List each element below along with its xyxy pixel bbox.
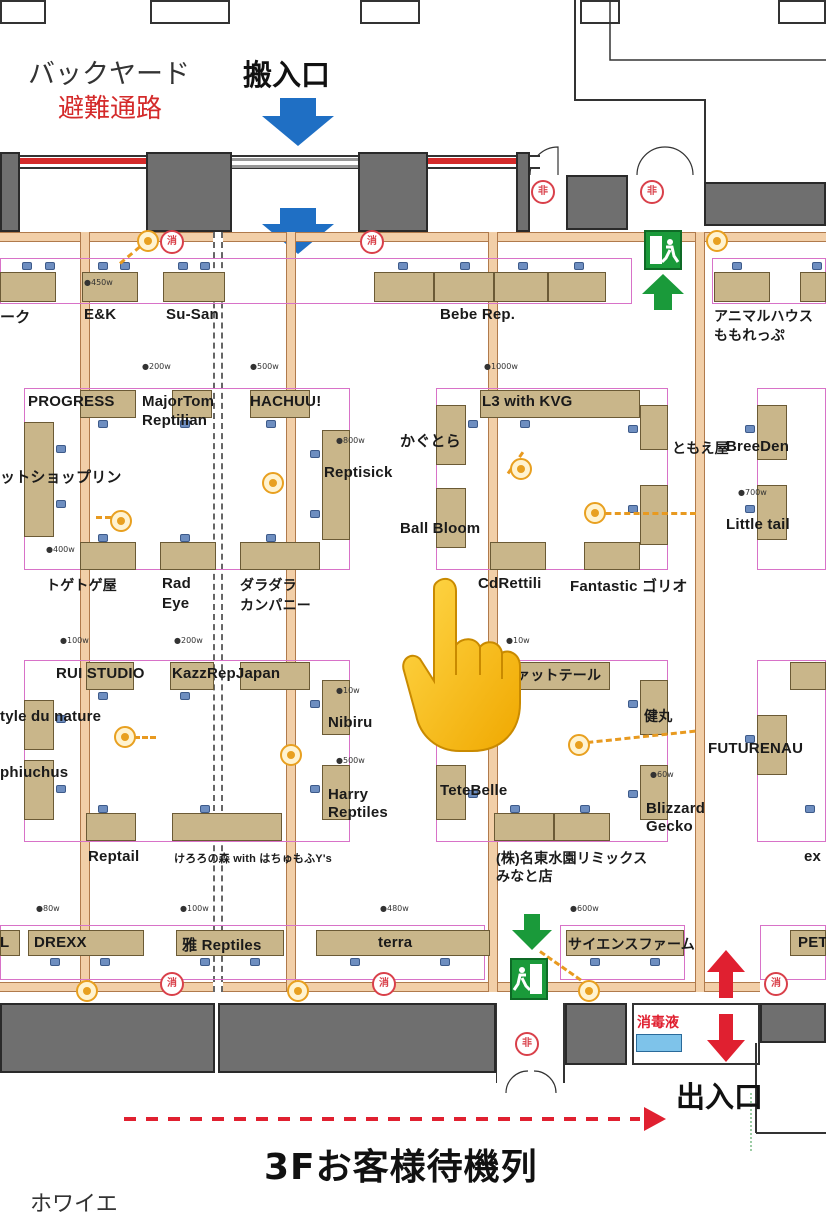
booth-name[interactable]: Eye	[162, 595, 190, 612]
booth-name[interactable]: ex	[804, 848, 822, 865]
emergency-exit-icon	[510, 958, 548, 1000]
booth-name[interactable]: E&K	[84, 306, 117, 323]
booth-name[interactable]: みなと店	[496, 868, 553, 884]
booth-name[interactable]: Ball Bloom	[400, 520, 481, 537]
booth-name[interactable]: けろろの森 with はちゅもふY's	[174, 853, 332, 865]
booth-name[interactable]: CdRettili	[478, 575, 542, 592]
booth-name[interactable]: Harry	[328, 786, 369, 803]
wattage-label: ●800w	[336, 436, 365, 445]
booth-name[interactable]: Bebe Rep.	[440, 306, 516, 323]
booth-name[interactable]: サイエンスファーム	[568, 936, 695, 952]
booth-name[interactable]: TeteBelle	[440, 782, 508, 799]
extinguisher-mark: 消	[764, 972, 788, 996]
arrow-up-icon	[707, 950, 745, 998]
arrow-down-icon	[262, 208, 334, 254]
wattage-label: ●60w	[650, 770, 674, 779]
emergency-exit-icon	[644, 230, 682, 270]
disinfectant-station	[636, 1034, 682, 1052]
backyard-label: バックヤード	[28, 59, 190, 90]
booth-name[interactable]: Rad	[162, 575, 191, 592]
wattage-label: ●200w	[142, 362, 171, 371]
wattage-label: ●200w	[174, 636, 203, 645]
wattage-label: ●80w	[36, 904, 60, 913]
pointing-hand-icon	[402, 577, 521, 752]
booth-name[interactable]: (株)名東水園リミックス	[496, 850, 648, 866]
extinguisher-mark: 消	[372, 972, 396, 996]
booth-name[interactable]: アニマルハウス	[714, 308, 814, 324]
extinguisher-mark: 消	[360, 230, 384, 254]
queue-direction-arrow	[124, 1107, 666, 1131]
booth-name[interactable]: L	[0, 934, 10, 951]
booth-name[interactable]: Little tail	[726, 516, 790, 533]
evac-route-label: 避難通路	[58, 94, 163, 124]
wattage-label: ●100w	[180, 904, 209, 913]
booth-name[interactable]: 雅 Reptiles	[182, 937, 262, 954]
emergency-door-mark: 非	[640, 180, 664, 204]
wattage-label: ●500w	[336, 756, 365, 765]
wattage-label: ●1000w	[484, 362, 518, 371]
emergency-door-mark: 非	[515, 1032, 539, 1056]
booth-name[interactable]: HACHUU!	[250, 393, 322, 410]
booth-name[interactable]: かぐとら	[400, 433, 461, 450]
booth-name[interactable]: Reptilian	[142, 412, 208, 429]
booth-name[interactable]: KazzRepJapan	[172, 665, 281, 682]
wattage-label: ●100w	[60, 636, 89, 645]
booth-name[interactable]: RUI STUDIO	[56, 665, 145, 682]
arrow-down-icon	[512, 914, 552, 950]
booth-name[interactable]: Gecko	[646, 818, 693, 835]
booth-name[interactable]: Fantastic ゴリオ	[570, 578, 688, 595]
booth-name[interactable]: phiuchus	[0, 764, 69, 781]
entrance-label: 出入口	[676, 1080, 764, 1114]
booth-name[interactable]: Reptiles	[328, 804, 388, 821]
booth-name[interactable]: Reptisick	[324, 464, 393, 481]
booth-name[interactable]: BreeDen	[726, 438, 790, 455]
booth-name[interactable]: ともえ屋	[672, 440, 729, 456]
foyer-label: ホワイエ	[30, 1192, 118, 1217]
entrance-outline	[496, 1003, 826, 1153]
extinguisher-mark: 消	[160, 230, 184, 254]
emergency-door-mark: 非	[531, 180, 555, 204]
booth-name[interactable]: Reptail	[88, 848, 140, 865]
wattage-label: ●450w	[84, 278, 113, 287]
booth-name[interactable]: ももれっぷ	[714, 327, 785, 343]
booth-name[interactable]: ットショップリン	[0, 469, 122, 486]
booth-name[interactable]: ダラダラ	[240, 577, 297, 593]
booth-name[interactable]: カンパニー	[240, 597, 311, 613]
booth-name[interactable]: MajorTom	[142, 393, 215, 410]
wattage-label: ●600w	[570, 904, 599, 913]
loading-entrance-label: 搬入口	[243, 58, 331, 92]
arrow-up-icon	[642, 274, 684, 310]
queue-label: 3Fお客様待機列	[264, 1147, 538, 1188]
wattage-label: ●400w	[46, 545, 75, 554]
wattage-label: ●480w	[380, 904, 409, 913]
booth-name[interactable]: DREXX	[34, 934, 87, 951]
extinguisher-mark: 消	[160, 972, 184, 996]
wattage-label: ●700w	[738, 488, 767, 497]
booth-name[interactable]: トゲトゲ屋	[46, 577, 117, 593]
arrow-down-icon	[262, 98, 334, 146]
booth-name[interactable]: 健丸	[644, 708, 673, 724]
booth-name[interactable]: ァットテール	[516, 667, 602, 683]
booth-name[interactable]: tyle du nature	[0, 708, 102, 725]
booth-name[interactable]: terra	[378, 934, 413, 951]
booth-name[interactable]: L3 with KVG	[482, 393, 573, 410]
booth-name[interactable]: ーク	[0, 309, 31, 326]
disinfectant-label: 消毒液	[637, 1015, 679, 1031]
booth-name[interactable]: Su-San	[166, 306, 219, 323]
wattage-label: ●10w	[336, 686, 360, 695]
booth-name[interactable]: Blizzard	[646, 800, 706, 817]
booth-name[interactable]: PROGRESS	[28, 393, 115, 410]
booth-name[interactable]: PET	[798, 934, 826, 951]
wattage-label: ●500w	[250, 362, 279, 371]
arrow-down-icon	[707, 1014, 745, 1062]
wattage-label: ●10w	[506, 636, 530, 645]
booth-name[interactable]: FUTURENAU	[708, 740, 804, 757]
booth-name[interactable]: Nibiru	[328, 714, 373, 731]
